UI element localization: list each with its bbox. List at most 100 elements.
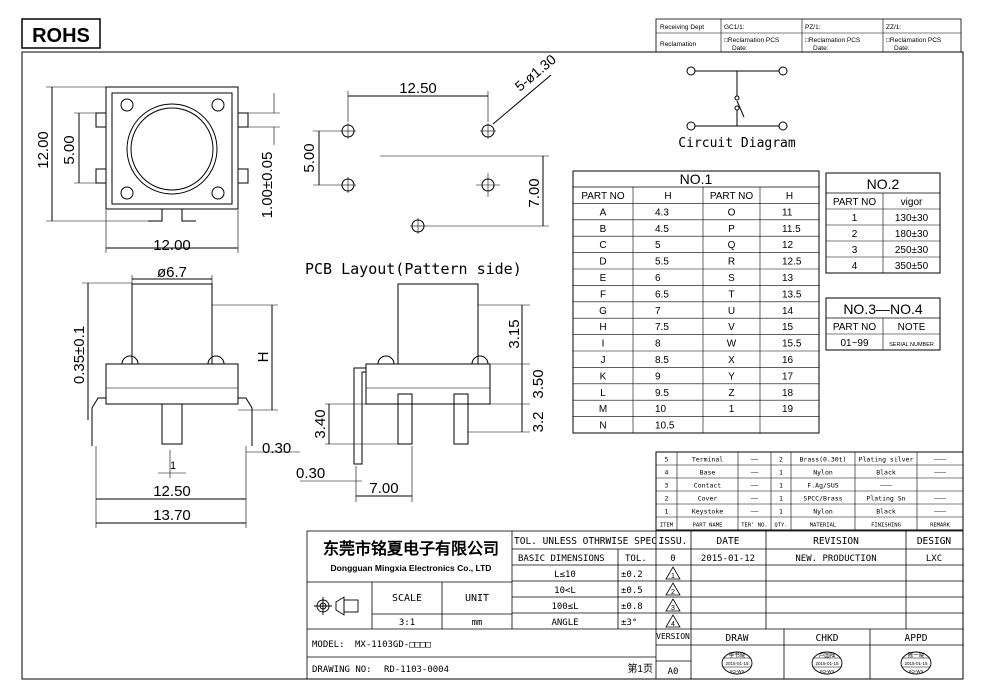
no1-cell-9-0: J bbox=[601, 355, 606, 366]
no1-cell-11-0: L bbox=[600, 388, 606, 399]
no1-header-0: PART NO bbox=[581, 191, 625, 202]
receiving-code-2: PZ/1: bbox=[805, 24, 821, 31]
unit-value: mm bbox=[472, 618, 483, 628]
basic-dimensions: BASIC DIMENSIONS bbox=[518, 554, 605, 564]
no1-cell-5-3: 13.5 bbox=[782, 289, 802, 300]
no1-cell-13-1: 10.5 bbox=[655, 421, 675, 432]
revision-value: NEW. PRODUCTION bbox=[795, 554, 876, 564]
side-phi-dim: ø6.7 bbox=[157, 264, 187, 281]
tol-label: TOL. bbox=[625, 554, 647, 564]
bom-cell-1-6: ——— bbox=[934, 469, 946, 477]
bom-cell-3-5: Plating Sn bbox=[866, 495, 905, 503]
no1-cell-3-3: 12.5 bbox=[782, 257, 802, 268]
stamp-code: XQ-WX bbox=[908, 669, 923, 674]
rev-4: 4 bbox=[671, 621, 675, 628]
no1-cell-4-0: E bbox=[600, 273, 607, 284]
receiving-pcs-3: □Reclamation PCS bbox=[886, 37, 942, 44]
circuit-caption: Circuit Diagram bbox=[678, 136, 796, 151]
no1-cell-0-2: O bbox=[728, 207, 736, 218]
bom-cell-4-3: 1 bbox=[779, 508, 783, 516]
bom-cell-2-3: 1 bbox=[779, 482, 783, 490]
no1-cell-1-2: P bbox=[728, 224, 735, 235]
scale-value: 3:1 bbox=[399, 618, 415, 628]
no1-cell-0-1: 4.3 bbox=[655, 207, 669, 218]
no3-cell-0-1: SERIAL NUMBER bbox=[889, 342, 934, 348]
no1-cell-2-2: Q bbox=[728, 240, 736, 251]
approval-stamp bbox=[811, 651, 843, 675]
bom-cell-1-0: 4 bbox=[665, 469, 669, 477]
rev-2: 2 bbox=[671, 589, 675, 596]
side-view bbox=[82, 275, 300, 528]
rohs-label: ROHS bbox=[32, 25, 90, 47]
side-h-dim: H bbox=[255, 352, 272, 363]
no1-cell-12-3: 19 bbox=[782, 404, 794, 415]
bom-cell-0-1: Terminal bbox=[692, 456, 723, 464]
side-width2-dim: 13.70 bbox=[153, 507, 191, 524]
no1-cell-1-3: 11.5 bbox=[782, 224, 801, 235]
no2-header-0: PART NO bbox=[833, 197, 877, 208]
no1-cell-5-1: 6.5 bbox=[655, 289, 669, 300]
no1-cell-6-3: 14 bbox=[782, 306, 794, 317]
bom-cell-0-3: 2 bbox=[779, 456, 783, 464]
no2-cell-1-0: 2 bbox=[852, 229, 858, 240]
no2-cell-3-0: 4 bbox=[852, 261, 858, 272]
right-700-dim: 7.00 bbox=[369, 480, 398, 497]
bom-header-2: TER' NO. bbox=[741, 523, 768, 529]
tol-header: TOL. UNLESS OTHRWISE SPEC. bbox=[514, 536, 663, 547]
no2-cell-0-1: 130±30 bbox=[895, 213, 929, 224]
scale-label: SCALE bbox=[392, 593, 422, 604]
revision-triangles bbox=[665, 566, 681, 628]
bom-header-0: ITEM bbox=[660, 523, 674, 529]
tol-row-3-range: 100≤L bbox=[551, 602, 578, 612]
approval-stamp bbox=[900, 651, 932, 675]
no1-cell-10-0: K bbox=[600, 371, 607, 382]
bom-cell-3-0: 2 bbox=[665, 495, 669, 503]
no2-title: NO.2 bbox=[867, 176, 900, 192]
no1-cell-1-0: B bbox=[600, 224, 607, 235]
bom-cell-4-5: Black bbox=[876, 508, 896, 516]
pcb-layout bbox=[313, 74, 552, 234]
bom-cell-4-1: Keystoke bbox=[692, 508, 723, 516]
stamp-name: 陈一晓 bbox=[908, 651, 925, 659]
version-label: VERSION bbox=[656, 632, 690, 641]
right-030-dim: 0.30 bbox=[296, 465, 325, 482]
model-label: MODEL: bbox=[312, 640, 345, 650]
no1-cell-7-3: 15 bbox=[782, 322, 794, 333]
tol-row-3-value: ±0.8 bbox=[621, 602, 643, 612]
bom-cell-1-1: Base bbox=[700, 469, 716, 477]
drawing-no-value: RD-1103-0004 bbox=[384, 665, 449, 675]
pcb-pitch-dim: 12.50 bbox=[399, 80, 437, 97]
bom-cell-0-2: —— bbox=[751, 456, 759, 464]
no1-cell-12-2: 1 bbox=[729, 404, 735, 415]
right-32-dim: 3.2 bbox=[530, 412, 547, 433]
bom-cell-0-6: ——— bbox=[934, 456, 946, 464]
no1-cell-6-1: 7 bbox=[655, 306, 661, 317]
receiving-pcs-2: □Reclamation PCS bbox=[805, 37, 861, 44]
page-number: 第1页 bbox=[627, 662, 653, 675]
bom-cell-3-2: —— bbox=[751, 495, 759, 503]
no1-cell-2-0: C bbox=[599, 240, 606, 251]
date-value: 2015-01-12 bbox=[701, 554, 755, 564]
no1-cell-11-3: 18 bbox=[782, 388, 794, 399]
no1-cell-9-1: 8.5 bbox=[655, 355, 669, 366]
drawing-no-label: DRAWING NO: bbox=[312, 665, 372, 675]
no1-cell-5-0: F bbox=[600, 289, 606, 300]
design-label: DESIGN bbox=[917, 536, 952, 547]
no1-header-3: H bbox=[786, 191, 793, 202]
bom-cell-1-2: —— bbox=[751, 469, 759, 477]
bom-cell-2-5: ——— bbox=[880, 482, 892, 490]
no1-cell-7-2: V bbox=[728, 322, 735, 333]
top-view bbox=[46, 86, 280, 253]
tol-row-2-value: ±0.5 bbox=[621, 586, 643, 596]
no1-cell-10-1: 9 bbox=[655, 371, 661, 382]
bom-cell-0-5: Plating silver bbox=[859, 456, 914, 464]
top-lead-dim: 1.00±0.05 bbox=[259, 152, 276, 219]
rohs-badge bbox=[21, 18, 101, 49]
bom-cell-2-1: Contact bbox=[694, 482, 721, 490]
no1-header-1: H bbox=[664, 191, 671, 202]
approval-stamps: 李书晓2015-01-15XQ-WX卢国陆2015-01-15XQ-WX陈一晓2… bbox=[721, 651, 932, 675]
no1-cell-12-1: 10 bbox=[655, 404, 667, 415]
